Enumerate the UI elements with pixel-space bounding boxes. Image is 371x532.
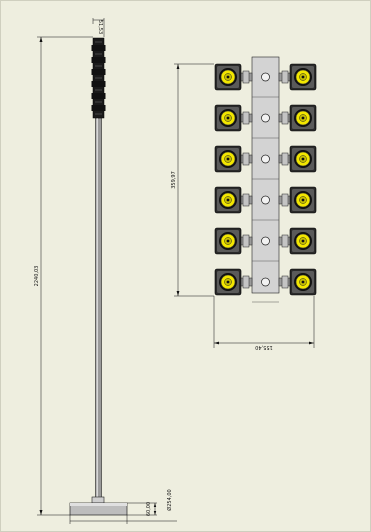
dim-top-offset-label: 51,53 xyxy=(97,20,103,34)
dimension-top-offset xyxy=(92,18,105,37)
floodlight-unit xyxy=(278,63,317,91)
dimension-base-diameter xyxy=(69,515,177,524)
floodlight-unit xyxy=(214,227,253,255)
floodlight-unit xyxy=(278,227,317,255)
floodlight-unit xyxy=(214,186,253,214)
spine-ring xyxy=(261,195,270,205)
floodlight-unit xyxy=(214,145,253,173)
floodlight-unit xyxy=(214,104,253,132)
lamp-row xyxy=(214,268,317,303)
dim-overall-height-label: 2240,03 xyxy=(34,266,40,287)
dimension-base-height xyxy=(127,502,157,516)
floodlight-unit xyxy=(214,63,253,91)
mast-base xyxy=(69,496,128,516)
floodlight-unit xyxy=(278,186,317,214)
lamp-array-front-view xyxy=(214,56,317,303)
lamp-row xyxy=(214,186,317,221)
floodlight-unit xyxy=(278,145,317,173)
lamp-row xyxy=(214,227,317,262)
lamp-row xyxy=(214,104,317,139)
spine-ring xyxy=(261,72,270,82)
dim-array-width-label: 155,40 xyxy=(255,344,273,350)
dim-array-height-label: 359,97 xyxy=(171,171,177,189)
lamp-row xyxy=(214,145,317,180)
dimension-array-width xyxy=(213,296,315,348)
dim-base-height-label: 60,00 xyxy=(146,502,152,516)
floodlight-unit xyxy=(214,268,253,296)
spine-ring xyxy=(261,113,270,123)
floodlight-unit xyxy=(278,268,317,296)
lamp-row xyxy=(214,63,317,98)
pole xyxy=(95,117,102,499)
dim-base-diameter-label: Ø254,00 xyxy=(166,489,173,510)
central-spine xyxy=(251,56,280,294)
spine-ring xyxy=(261,154,270,164)
lamp-cluster-side xyxy=(91,37,106,119)
dimension-overall-height xyxy=(37,36,93,516)
floodlight-unit xyxy=(278,104,317,132)
dimension-array-height xyxy=(174,63,214,297)
spine-ring xyxy=(261,236,270,246)
spine-ring xyxy=(261,277,270,287)
mast-side-view xyxy=(69,37,128,516)
